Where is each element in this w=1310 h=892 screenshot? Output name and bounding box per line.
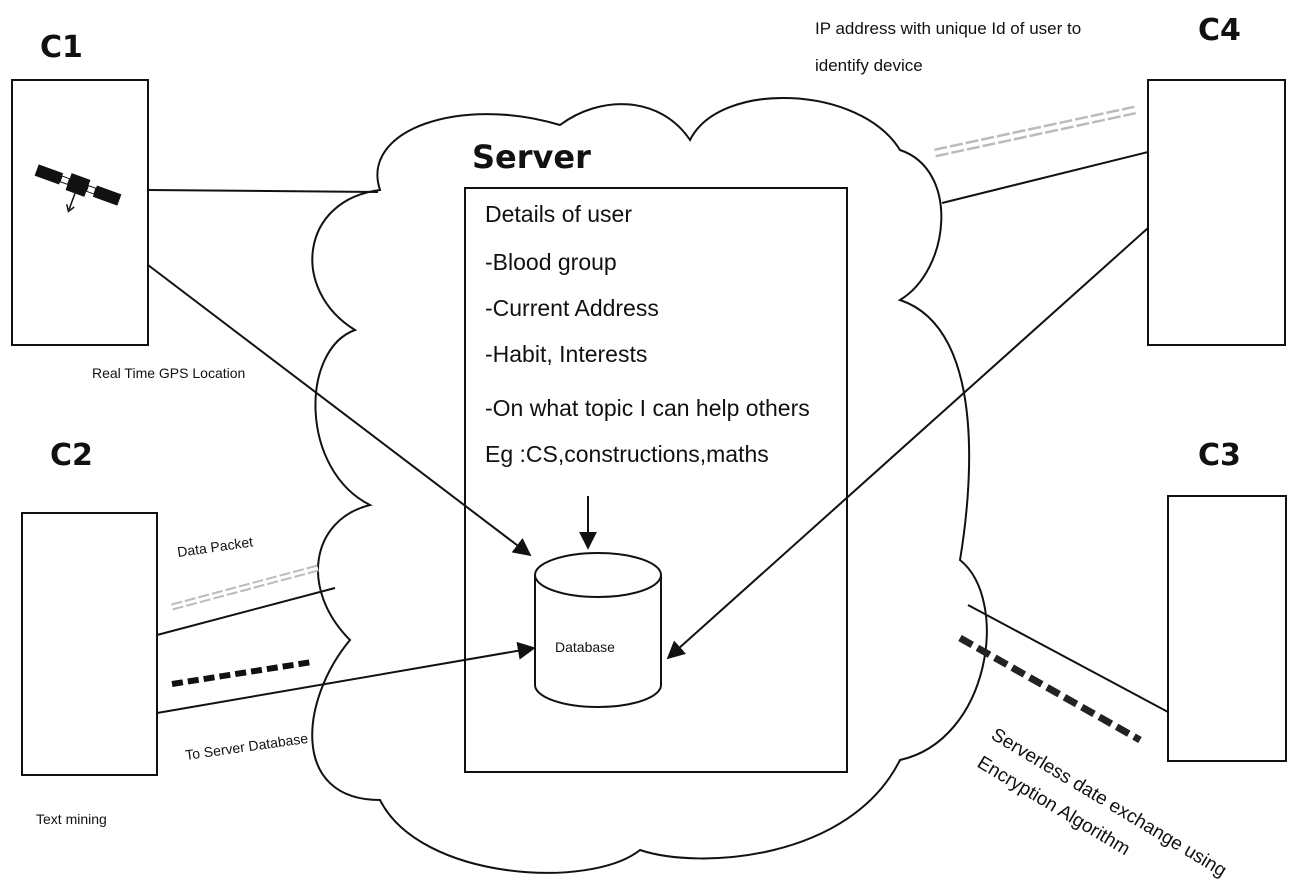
- c4-database-arrow: [666, 227, 1149, 660]
- client-c3-box[interactable]: [1167, 495, 1287, 762]
- c2-database-arrow: [156, 641, 536, 714]
- c3-cloud-line: [967, 604, 1169, 713]
- server-details-box: [464, 187, 848, 773]
- c1-database-arrow: [147, 264, 532, 557]
- ip-annotation-line2: identify device: [815, 56, 923, 75]
- client-c1-box[interactable]: [11, 79, 149, 346]
- ip-annotation-line1: IP address with unique Id of user to: [815, 19, 1081, 38]
- detail-examples: Eg :CS,constructions,maths: [485, 441, 769, 467]
- client-c4-box[interactable]: [1147, 79, 1286, 346]
- satellite-icon: [34, 164, 122, 213]
- c4-packet-dashes-inner: [934, 108, 1136, 155]
- user-details-heading: Details of user: [485, 201, 632, 227]
- c1-cloud-line: [147, 189, 379, 193]
- detail-current-address: -Current Address: [485, 295, 659, 321]
- data-packet-annotation: Data Packet: [176, 533, 254, 559]
- to-server-annotation: To Server Database: [184, 730, 309, 763]
- client-c4-label: C4: [1198, 13, 1241, 48]
- client-c2-box[interactable]: [21, 512, 158, 776]
- detail-help-topics: -On what topic I can help others: [485, 395, 810, 421]
- client-c2-label: C2: [50, 438, 93, 473]
- database-cylinder: [534, 552, 662, 708]
- server-cloud: [311, 96, 988, 874]
- client-c1-label: C1: [40, 30, 83, 65]
- gps-annotation: Real Time GPS Location: [92, 365, 245, 381]
- c3-encrypted-dashes: [958, 634, 1142, 744]
- c2-data-packet-dashes-inner: [171, 566, 319, 609]
- detail-blood-group: -Blood group: [485, 249, 617, 275]
- text-mining-annotation: Text mining: [36, 811, 107, 827]
- detail-habit-interests: -Habit, Interests: [485, 341, 647, 367]
- database-label: Database: [555, 639, 615, 655]
- c2-encrypted-dashes: [171, 659, 313, 687]
- server-title: Server: [472, 138, 591, 176]
- c2-cloud-line: [156, 587, 336, 636]
- c4-cloud-line: [941, 151, 1149, 204]
- client-c3-label: C3: [1198, 438, 1241, 473]
